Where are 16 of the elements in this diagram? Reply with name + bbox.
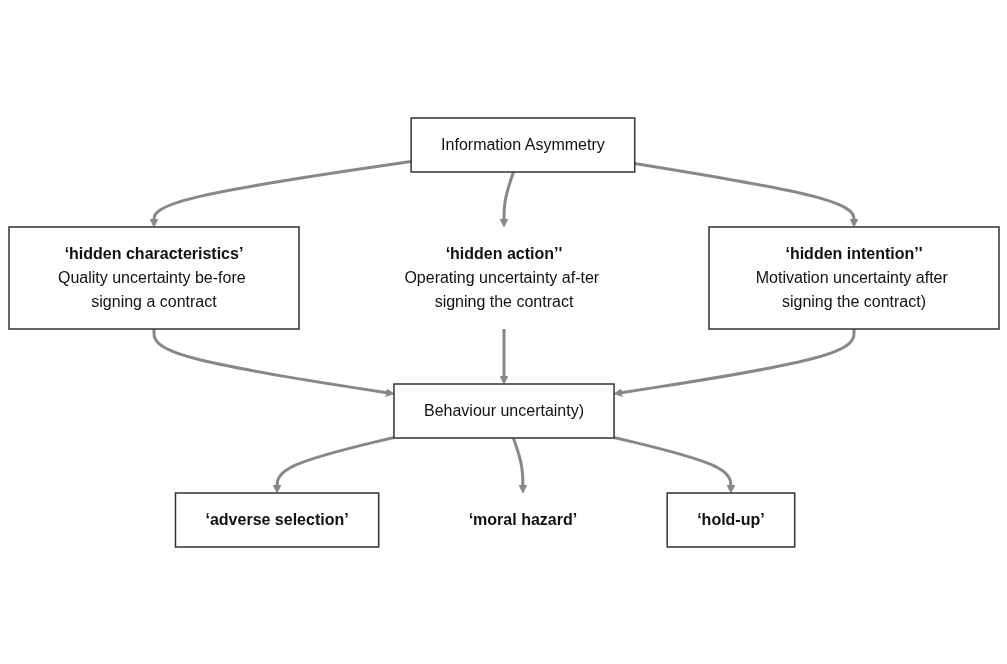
node-box: ‘adverse selection’ (174, 491, 379, 548)
arrow (613, 328, 855, 397)
arrow (499, 171, 515, 227)
node-box: ‘hold-up’ (665, 491, 795, 548)
arrow (499, 328, 508, 384)
node-box: ‘hidden characteristics’ Quality uncertainty be-fore signing a contract (7, 225, 300, 330)
arrow (149, 159, 411, 227)
arrow (613, 435, 735, 493)
arrow (152, 328, 394, 397)
arrow (511, 437, 527, 493)
node-box: Behaviour uncertainty) (392, 382, 615, 439)
arrow (272, 435, 394, 493)
node-text: ‘hidden action’' Operating uncertainty af-ter signing the contract (403, 244, 599, 310)
node-box: ‘hidden intention’' Motivation uncertainty after signing the contract) (707, 225, 1000, 330)
node-text: ‘moral hazard’ (468, 510, 577, 528)
node-box: Information Asymmetry (409, 116, 635, 173)
